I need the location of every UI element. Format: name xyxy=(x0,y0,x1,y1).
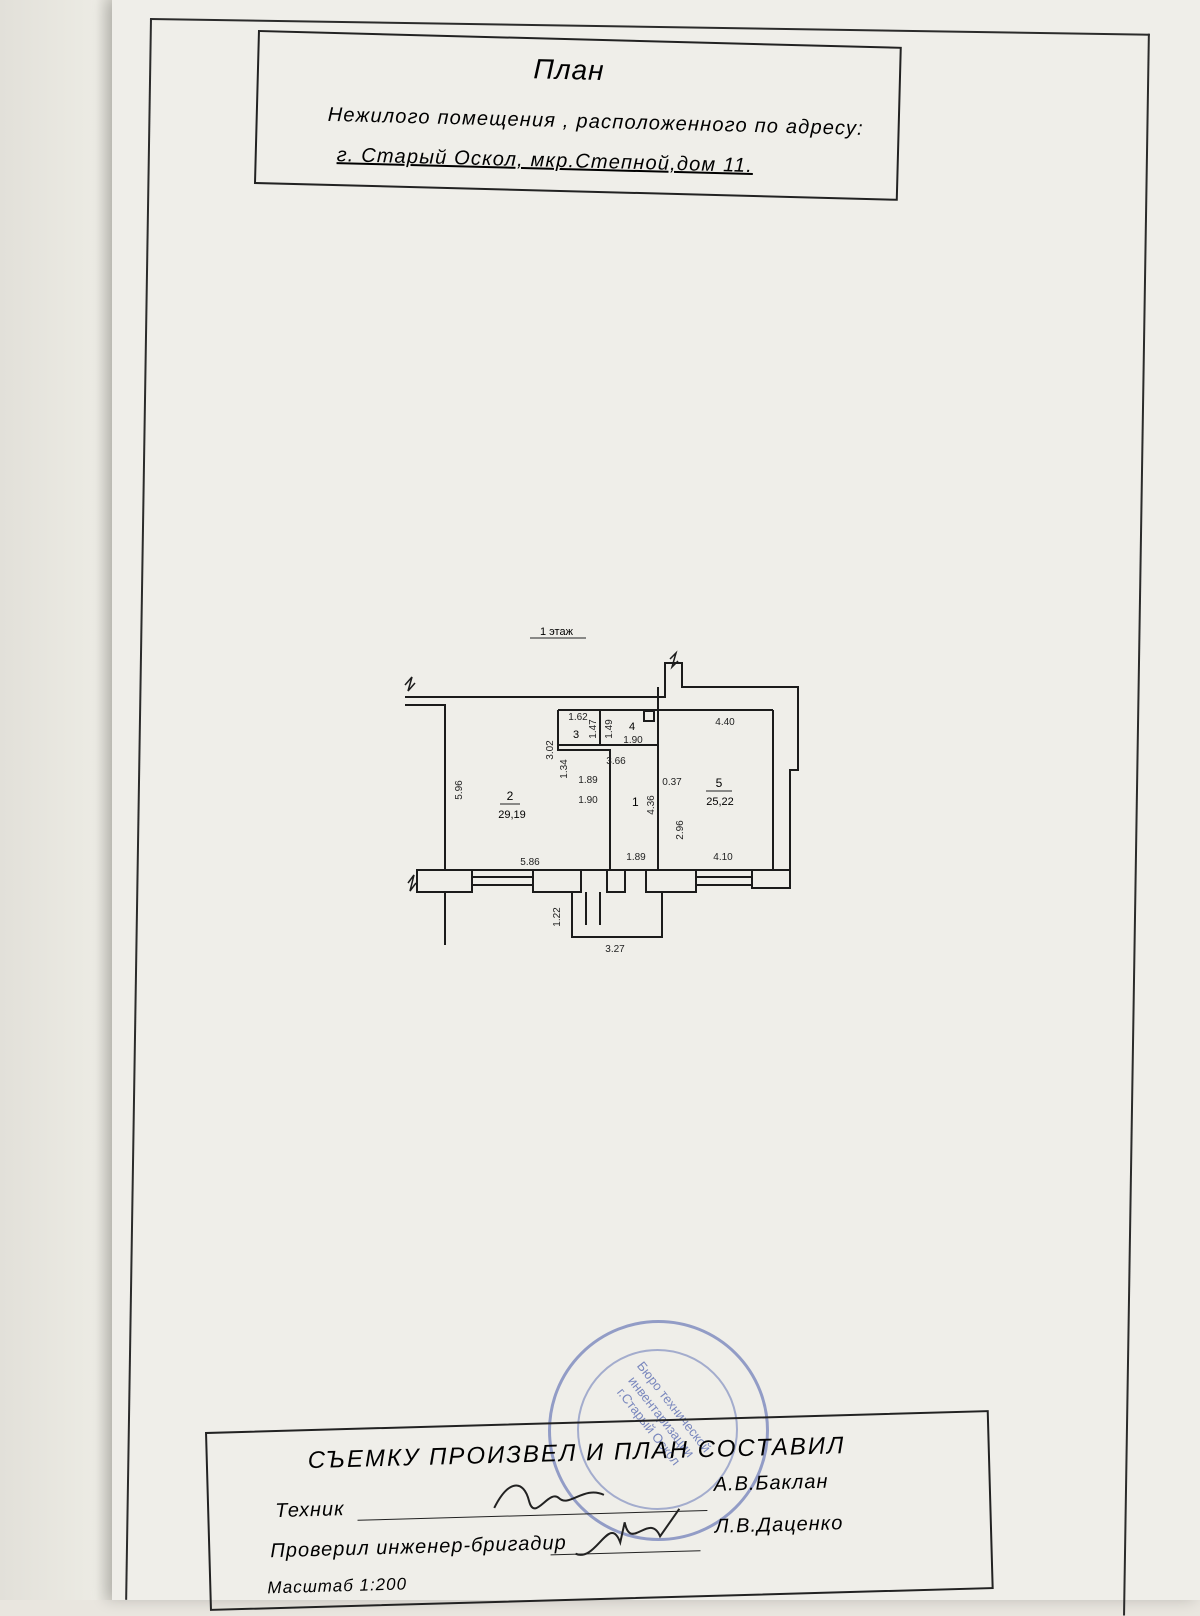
floor-label: 1 этаж xyxy=(540,626,574,638)
dim-366: 3.66 xyxy=(606,756,626,767)
dim-190b: 1.90 xyxy=(578,795,598,806)
room-1-number: 1 xyxy=(632,795,639,809)
break-mark-top xyxy=(669,650,679,670)
organization-stamp: Бюро технической инвентаризации г.Старый… xyxy=(548,1320,769,1541)
left-page-edge xyxy=(0,0,120,1600)
dimensions: 5.96 5.86 3.02 1.62 1.47 1.49 1.90 3.66 … xyxy=(454,712,735,955)
dim-586: 5.86 xyxy=(520,857,540,868)
room-3-number: 3 xyxy=(573,729,579,741)
porch xyxy=(571,892,663,938)
technician-name: А.В.Баклан xyxy=(713,1470,829,1496)
scale-label: Масштаб 1:200 xyxy=(267,1574,408,1598)
dim-302: 3.02 xyxy=(545,740,556,760)
dim-436: 4.36 xyxy=(646,795,657,815)
checked-by-label: Проверил инженер-бригадир xyxy=(270,1531,567,1563)
partition-room1-left xyxy=(557,710,611,870)
break-mark-bottom-left xyxy=(407,874,417,892)
room-5-number: 5 xyxy=(716,776,723,790)
signature-block: СЪЕМКУ ПРОИЗВЕЛ И ПЛАН СОСТАВИЛ Техник А… xyxy=(205,1410,994,1611)
outer-wall-top-right xyxy=(405,662,799,889)
page-title: План xyxy=(533,53,605,87)
dim-189a: 1.89 xyxy=(578,775,598,786)
room-2-number: 2 xyxy=(507,789,514,803)
dim-410: 4.10 xyxy=(713,852,733,863)
room-5-area: 25,22 xyxy=(706,796,734,808)
title-block: План Нежилого помещения , расположенного… xyxy=(253,30,902,201)
dim-147: 1.47 xyxy=(588,719,599,739)
floor-plan-drawing: 1 этаж xyxy=(404,626,799,955)
dim-596: 5.96 xyxy=(454,780,465,800)
technician-signature xyxy=(493,1484,605,1510)
checked-by-name: Л.В.Даценко xyxy=(714,1512,844,1538)
walls xyxy=(405,662,799,945)
wall-pier-mid3 xyxy=(645,869,697,893)
wall-pier-mid2 xyxy=(606,869,626,893)
dim-440: 4.40 xyxy=(715,717,735,728)
technician-label: Техник xyxy=(274,1498,345,1523)
break-mark-top-left xyxy=(404,676,416,692)
checked-by-signature xyxy=(575,1508,681,1556)
wall-pier-mid1 xyxy=(532,869,582,893)
dim-189b: 1.89 xyxy=(626,852,646,863)
wall-pier-left xyxy=(416,869,473,893)
floor-plan: 1 этаж xyxy=(400,625,840,985)
dim-190a: 1.90 xyxy=(623,735,643,746)
dim-134: 1.34 xyxy=(559,759,570,779)
title-subtitle: Нежилого помещения , расположенного по а… xyxy=(327,103,865,140)
dim-296: 2.96 xyxy=(675,820,686,840)
room-4-number: 4 xyxy=(629,721,635,733)
dim-122: 1.22 xyxy=(552,907,563,927)
dim-149: 1.49 xyxy=(604,719,615,739)
dim-037: 0.37 xyxy=(662,777,682,788)
dim-327: 3.27 xyxy=(605,944,625,955)
title-address: г. Старый Оскол, мкр.Степной,дом 11. xyxy=(336,144,754,178)
break-marks xyxy=(404,650,679,892)
room-2-area: 29,19 xyxy=(498,809,526,821)
dim-162: 1.62 xyxy=(568,712,588,723)
shaft xyxy=(643,710,655,722)
